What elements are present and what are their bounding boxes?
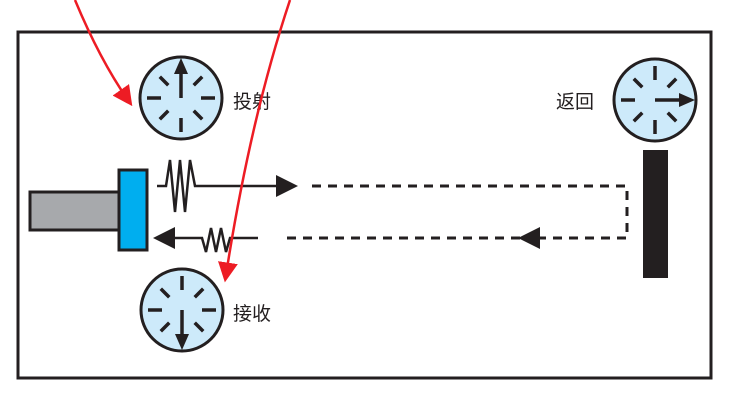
dial-tick — [159, 287, 171, 299]
dial-arrowhead-icon — [679, 93, 695, 107]
dial-tick — [158, 75, 170, 87]
frame — [16, 30, 713, 380]
sensor-housing — [28, 190, 122, 232]
dial-tick — [158, 109, 170, 121]
pointer-arrow-receive — [218, 0, 292, 283]
receive-label: 接收 — [233, 303, 271, 325]
dial-tick — [666, 111, 678, 123]
pointer-arrow-emit — [73, 0, 133, 107]
dial-tick — [192, 75, 204, 87]
received-wave — [172, 227, 258, 253]
dial-tick — [193, 287, 205, 299]
dial-tick — [159, 321, 171, 333]
received-arrowhead-icon — [153, 227, 175, 249]
dial-tick — [632, 111, 644, 123]
return-arrowhead-icon — [518, 227, 540, 249]
dial-tick — [192, 109, 204, 121]
emit-label: 投射 — [233, 91, 271, 113]
dial-arrowhead-icon — [174, 58, 188, 74]
return-label: 返回 — [556, 91, 594, 113]
dial-tick — [193, 321, 205, 333]
dial-arrowhead-icon — [175, 334, 189, 350]
return-dial-icon — [612, 57, 698, 143]
receive-dial-icon — [139, 267, 225, 353]
outgoing-dashed-path — [312, 184, 629, 240]
emitted-wave — [157, 159, 280, 213]
reflector — [643, 150, 668, 278]
dial-tick — [632, 77, 644, 89]
dial-tick — [666, 77, 678, 89]
emit-dial-icon — [138, 55, 224, 141]
emitted-arrowhead-icon — [276, 175, 298, 197]
transducer — [117, 168, 149, 252]
